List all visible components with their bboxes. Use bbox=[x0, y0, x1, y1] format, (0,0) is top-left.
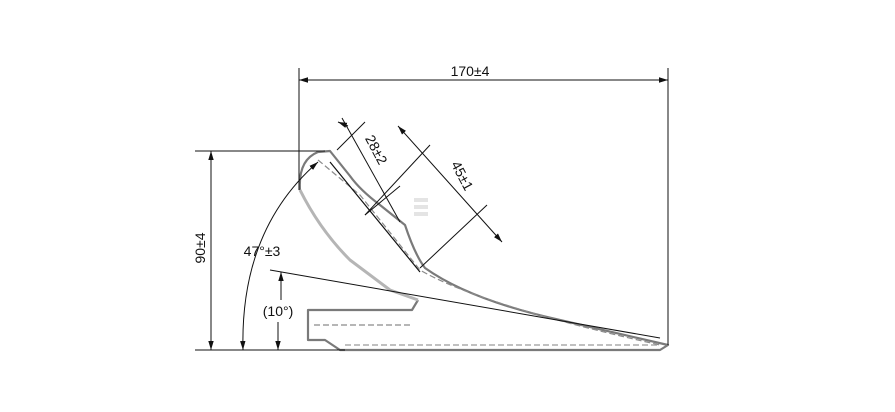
angle-label: 47°±3 bbox=[244, 243, 281, 259]
height-dimension-label: 90±4 bbox=[192, 232, 208, 263]
height-dimension bbox=[195, 150, 345, 351]
width-dimension bbox=[298, 68, 669, 345]
relief-angle-label: (10°) bbox=[263, 303, 294, 319]
watermark-logo bbox=[414, 198, 428, 216]
width-dimension-label: 170±4 bbox=[451, 63, 490, 79]
blade-dimension-label: 45±1 bbox=[448, 158, 477, 193]
cutting-tooth-part bbox=[298, 149, 670, 352]
relief-angle-dimension bbox=[269, 269, 661, 350]
blade-dimension bbox=[364, 125, 503, 269]
angle-arc bbox=[240, 161, 319, 351]
thickness-dimension bbox=[336, 117, 401, 223]
